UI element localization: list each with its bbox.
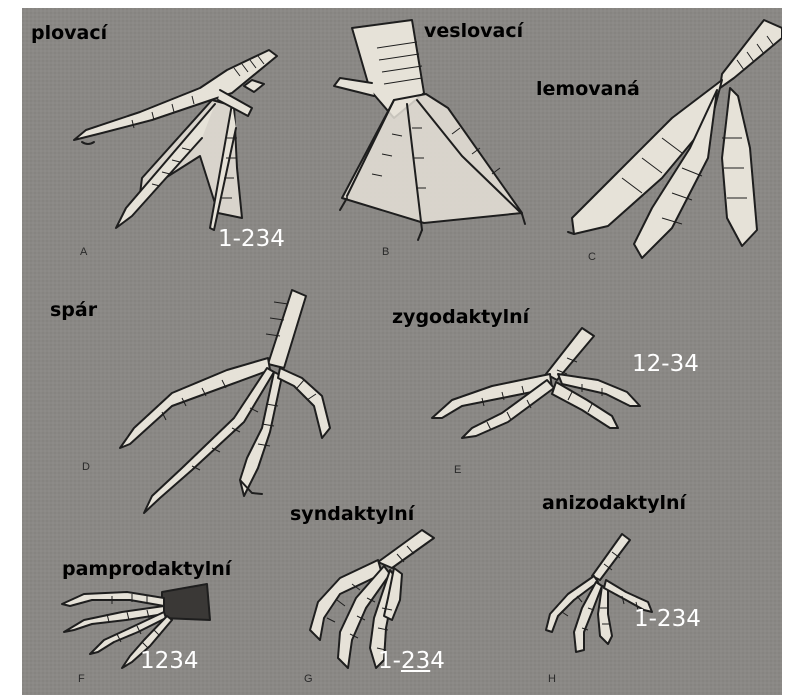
panel-letter-a: A bbox=[80, 246, 87, 258]
formula-a: 1-234 bbox=[218, 226, 285, 252]
formula-e: 12-34 bbox=[632, 351, 699, 377]
formula-g-underlined: 23 bbox=[401, 648, 430, 674]
label-syndaktylni: syndaktylní bbox=[290, 503, 414, 525]
label-pamprodaktylni: pamprodaktylní bbox=[62, 558, 231, 580]
panel-letter-c: C bbox=[588, 251, 596, 263]
formula-g-suffix: 4 bbox=[430, 648, 445, 674]
formula-h: 1-234 bbox=[634, 606, 701, 632]
formula-g-prefix: 1- bbox=[378, 648, 401, 674]
panel-letter-g: G bbox=[304, 673, 313, 685]
label-veslovaci: veslovací bbox=[424, 20, 523, 42]
panel-letter-h: H bbox=[548, 673, 556, 685]
label-plovaci: plovací bbox=[31, 22, 107, 44]
label-spar: spár bbox=[50, 299, 97, 321]
panel-letter-f: F bbox=[78, 673, 85, 685]
formula-f: 1234 bbox=[140, 648, 199, 674]
panel-letter-e: E bbox=[454, 464, 461, 476]
label-anizodaktylni: anizodaktylní bbox=[542, 492, 686, 514]
panel-letter-b: B bbox=[382, 246, 389, 258]
formula-g: 1-234 bbox=[378, 648, 445, 674]
label-zygodaktylni: zygodaktylní bbox=[392, 306, 529, 328]
panel-letter-d: D bbox=[82, 461, 90, 473]
label-lemovana: lemovaná bbox=[536, 78, 640, 100]
illustration-plate: plovací veslovací lemovaná spár zygodakt… bbox=[22, 8, 782, 695]
